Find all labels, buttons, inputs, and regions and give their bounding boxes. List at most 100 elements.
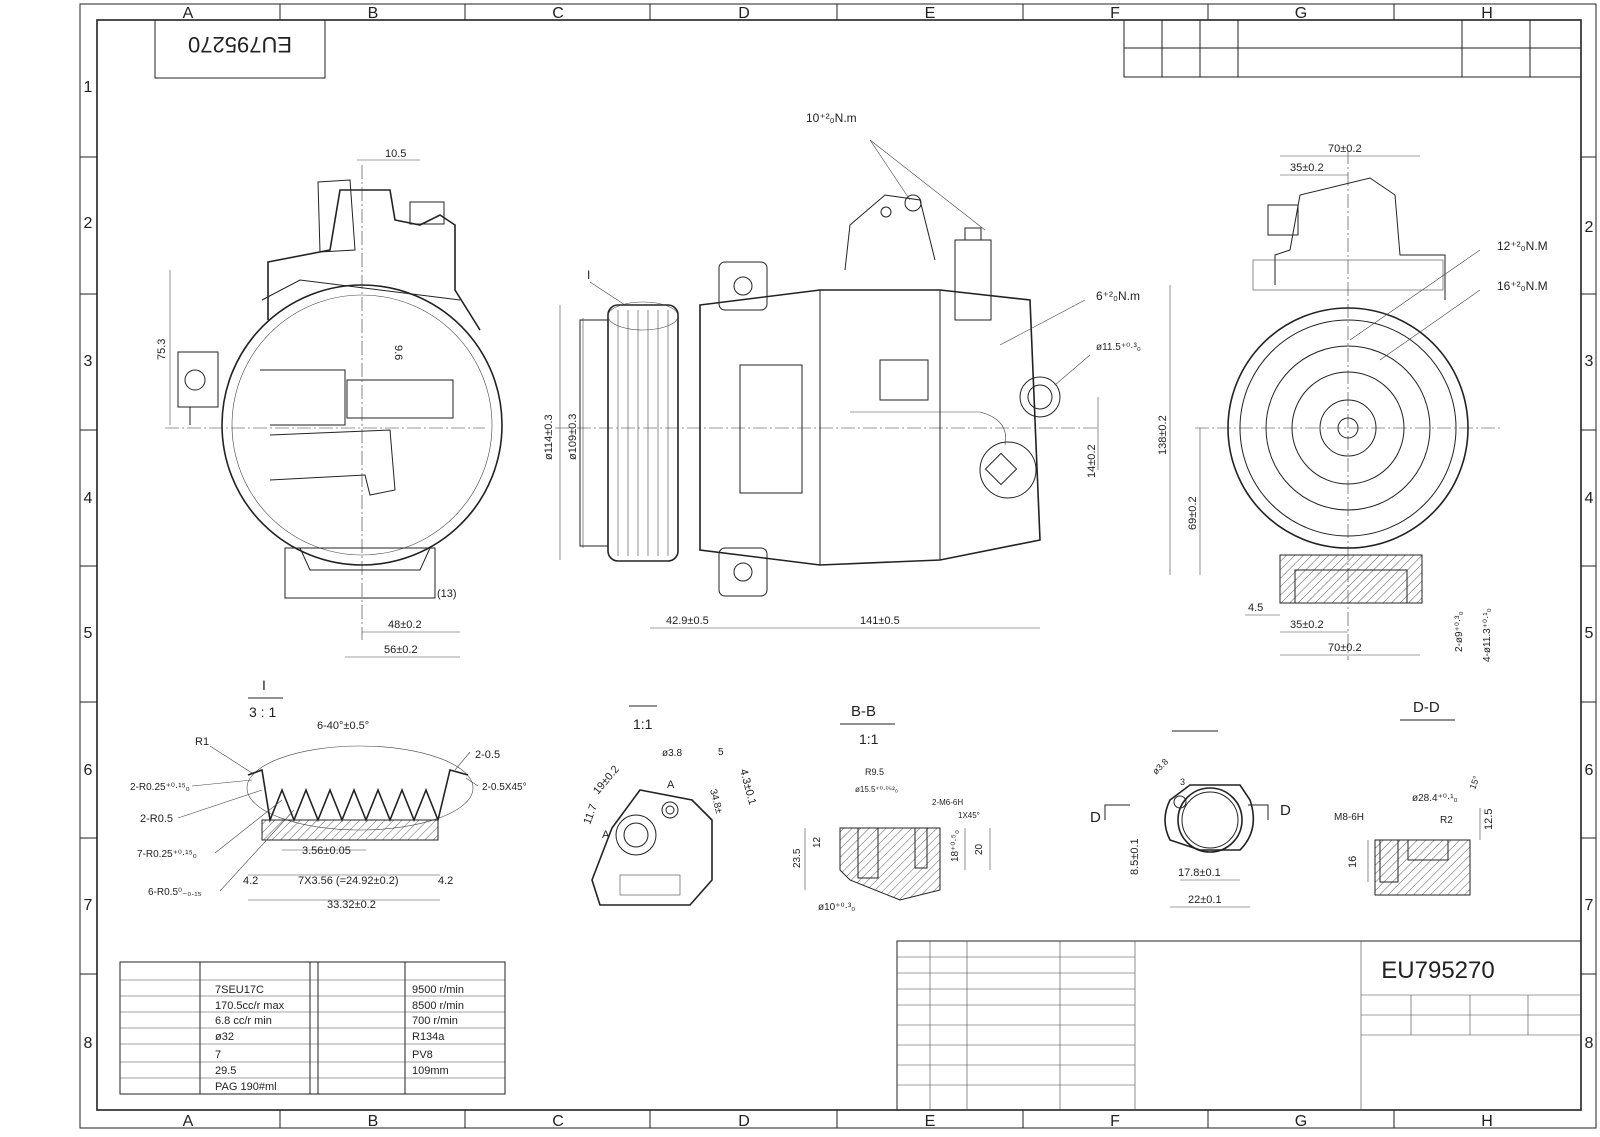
view-dd-dim-15deg: 15° [1467,774,1481,791]
spec-bore: ø32 [215,1031,234,1043]
grid-row-left-7: 7 [84,897,93,914]
grid-col-bottom-f: F [1110,1113,1120,1130]
detail-i-dim-2-0-5x45: 2-0.5X45° [482,782,527,793]
spec-pulley: 109mm [412,1065,449,1077]
spec-speed-min: 700 r/min [412,1015,458,1027]
dim-front-114: ø114±0.3 [543,414,555,460]
dim-left-13: (13) [437,588,457,600]
dim-front-42-9: 42.9±0.5 [666,615,709,627]
grid-row-left-6: 6 [84,762,93,779]
grid-row-left-8: 8 [84,1035,93,1052]
view-dd-title: D-D [1413,699,1440,716]
dim-left-10-5: 10.5 [385,148,406,160]
view-bb-dim-20: 20 [974,843,985,855]
dim-right-35-top: 35±0.2 [1290,162,1324,174]
view-b-b: B-B 1:1 R9.5 ø15.5⁺⁰·⁰⁵²₀ 2-M6-6H 1X45° … [792,703,991,913]
spec-cylinders: 7 [215,1049,221,1061]
view-bb-dim-18: 18⁺⁰·⁵₀ [950,830,961,862]
top-drawing-number: EU795270 [188,32,292,57]
view-1-1-fitting: 1:1 ø3.8 5 19±0.2 11.7 4.3±0.1 34.8± A A [582,705,758,906]
view-1-marker-a-top: A [667,779,675,791]
view-bb-dim-phi15-5: ø15.5⁺⁰·⁰⁵²₀ [855,785,898,794]
grid-col-top-d: D [738,5,750,22]
drawing-frame: A B C D E F G H A B C D E F G H 1 2 3 4 … [79,3,1597,1130]
dim-front-109: ø109±0.3 [567,414,579,460]
detail-i-dim-4-2-left: 4.2 [243,875,258,887]
spec-model: 7SEU17C [215,984,264,996]
grid-col-bottom-d: D [738,1113,750,1130]
grid-row-right-7: 7 [1585,897,1594,914]
dim-right-70-bottom: 70±0.2 [1328,642,1362,654]
view-dd-dim-12-5: 12.5 [1483,809,1495,830]
detail-i-view: I 3 : 1 33.32±0.2 4.2 7X3.56 (=24.92±0.2… [130,677,527,911]
detail-i-dim-2-r0-5: 2-R0.5 [140,813,173,825]
view-d-d: D-D ø28.4⁺⁰·¹₀ 15° M8-6H R2 12.5 16 [1334,699,1495,896]
view-d-marker-right: D [1280,802,1291,819]
spec-speed-max: 9500 r/min [412,984,464,996]
detail-i-dim-3-56: 3.56±0.05 [302,845,351,857]
torque-top: 10⁺²₀N.m [806,111,857,125]
dim-front-11-5: ø11.5⁺⁰·³₀ [1096,342,1141,353]
grid-row-right-4: 4 [1585,490,1594,507]
view-1-marker-a-left: A [602,829,610,841]
detail-i-dim-2-0-5: 2-0.5 [475,749,500,761]
grid-col-top-b: B [368,5,379,22]
view-dd-dim-16: 16 [1347,856,1359,868]
grid-col-bottom-h: H [1481,1113,1493,1130]
dim-right-69: 69±0.2 [1187,496,1199,530]
detail-i-dim-33-32: 33.32±0.2 [327,899,376,911]
view-bb-dim-12: 12 [812,836,823,848]
grid-row-left-3: 3 [84,353,93,370]
detail-i-dim-2-r0-25: 2-R0.25⁺⁰·¹⁵₀ [130,782,190,793]
spec-speed-continuous: 8500 r/min [412,1000,464,1012]
detail-i-dim-7x3-56: 7X3.56 (=24.92±0.2) [298,875,399,887]
grid-row-right-8: 8 [1585,1035,1594,1052]
grid-row-left-2: 2 [84,215,93,232]
view-d-dim-17-8: 17.8±0.1 [1178,867,1221,879]
view-bb-dim-2-m6: 2-M6-6H [932,798,963,807]
spec-displacement-min: 6.8 cc/r min [215,1015,272,1027]
view-bb-dim-23-5: 23.5 [792,848,803,868]
spec-oil: PAG 190#ml [215,1081,277,1093]
grid-col-top-e: E [925,5,936,22]
detail-i-scale: 3 : 1 [249,704,276,720]
grid-col-bottom-a: A [183,1113,194,1130]
grid-col-bottom-c: C [552,1113,564,1130]
dim-right-138: 138±0.2 [1157,415,1169,455]
grid-row-left-4: 4 [84,490,93,507]
view-d-dim-8-5: 8.5±0.1 [1129,838,1141,875]
torque-right-16: 16⁺²₀N.M [1497,279,1548,293]
dim-left-9-6: 9.6 [392,345,404,360]
view-1-dim-11-7: 11.7 [582,803,600,826]
view-1-dim-4-3: 4.3±0.1 [737,768,758,806]
grid-row-right-3: 3 [1585,353,1594,370]
view-1-scale: 1:1 [633,716,653,732]
view-d-dim-3: 3 [1180,777,1185,787]
title-drawing-number: EU795270 [1381,957,1494,984]
grid-col-top-c: C [552,5,564,22]
spec-displacement-max: 170.5cc/r max [215,1000,285,1012]
dim-right-2-phi9: 2-ø9⁺⁰·³₀ [1454,611,1465,652]
dim-left-48: 48±0.2 [388,619,422,631]
torque-right-12: 12⁺²₀N.M [1497,239,1548,253]
view-1-dim-19: 19±0.2 [591,763,622,796]
grid-col-bottom-b: B [368,1113,379,1130]
dim-right-70-top: 70±0.2 [1328,143,1362,155]
detail-i-title: I [262,677,266,693]
dim-left-56: 56±0.2 [384,644,418,656]
grid-row-left-5: 5 [84,625,93,642]
dim-front-141: 141±0.5 [860,615,900,627]
grid-row-right-6: 6 [1585,762,1594,779]
dim-right-4-phi11-3: 4-ø11.3⁺⁰·¹₀ [1482,608,1493,662]
grid-col-bottom-e: E [925,1113,936,1130]
detail-i-dim-6-40: 6-40°±0.5° [317,720,369,732]
view-d-dim-22: 22±0.1 [1188,894,1222,906]
spec-belt: PV8 [412,1049,433,1061]
front-view: ø114±0.3 ø109±0.3 42.9±0.5 141±0.5 14±0.… [543,111,1141,629]
view-bb-dim-r9-5: R9.5 [865,767,884,777]
left-side-view: 10.5 75.3 9.6 (13) 48±0.2 56±0.2 [156,148,503,658]
detail-i-dim-7-r0-25: 7-R0.25⁺⁰·¹⁵₀ [137,849,197,860]
view-dd-dim-phi28-4: ø28.4⁺⁰·¹₀ [1412,793,1458,804]
view-1-dim-phi3-8: ø3.8 [662,748,682,759]
